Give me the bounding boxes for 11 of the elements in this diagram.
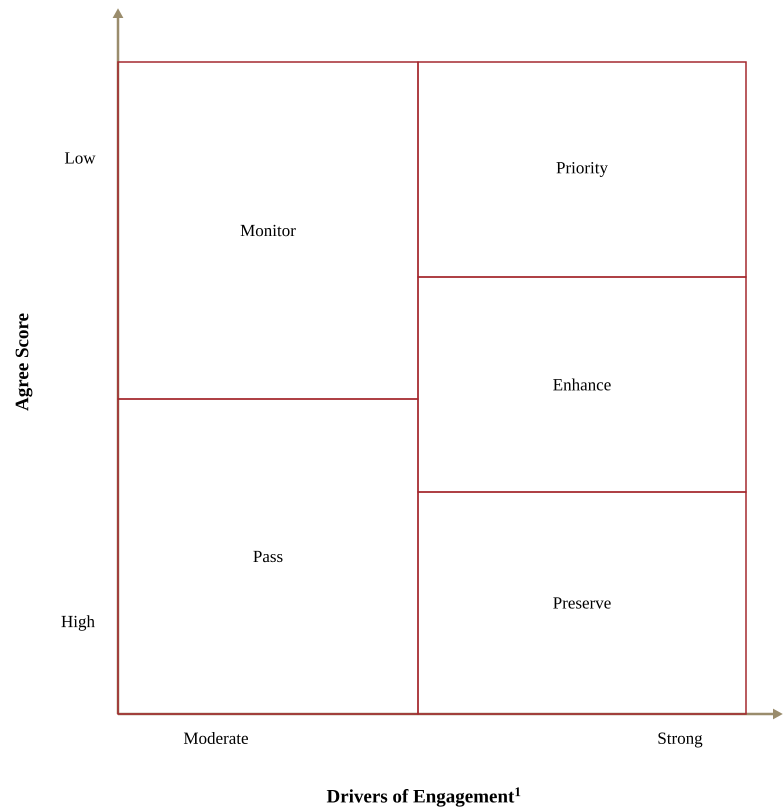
axis-title: Drivers of Engagement$^{1}$ [326, 787, 520, 807]
axis-title: Agree Score [16, 314, 32, 411]
axis-label: Low [64, 152, 96, 164]
axis-label: High [61, 615, 95, 631]
quadrant-box: Enhance [417, 276, 747, 493]
quadrant-box: Monitor [117, 61, 419, 400]
quadrant-box: Pass [117, 398, 419, 715]
axis-label: Strong [658, 732, 702, 748]
quadrant-box: Priority [417, 61, 747, 278]
quadrant-box: Preserve [417, 491, 747, 715]
axis-label: Moderate [184, 732, 248, 744]
